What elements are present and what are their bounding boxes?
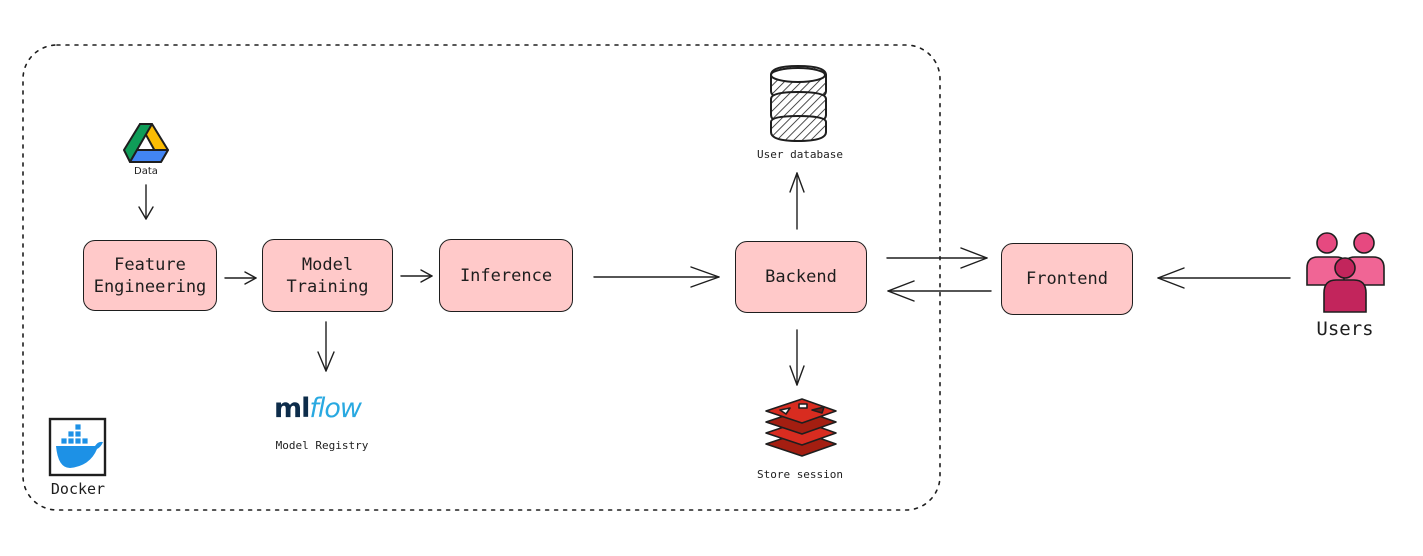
node-frontend[interactable]: Frontend [1001, 243, 1133, 315]
google-drive-icon [123, 123, 169, 163]
docker-container-label: Docker [50, 480, 106, 498]
edge-model-training-to-model-registry [317, 321, 335, 372]
edge-backend-to-user-database [789, 172, 805, 230]
edge-inference-to-backend [593, 266, 720, 288]
edge-data-to-feature-engineering [138, 184, 154, 220]
node-feature-engineering[interactable]: Feature Engineering [83, 240, 217, 311]
node-backend[interactable]: Backend [735, 241, 867, 313]
node-inference[interactable]: Inference [439, 239, 573, 312]
database-icon [770, 64, 827, 143]
mlflow-logo-ml: ml [274, 393, 310, 424]
mlflow-logo-flow: flow [309, 393, 362, 424]
edge-backend-to-frontend [886, 247, 988, 269]
docker-icon [48, 417, 107, 477]
node-model-training[interactable]: Model Training [262, 239, 393, 312]
edge-feature-engineering-to-model-training [224, 271, 257, 285]
edge-backend-to-store-session [789, 329, 805, 386]
edge-frontend-to-backend [887, 280, 992, 302]
redis-icon [765, 398, 837, 457]
label-model-registry: Model Registry [275, 439, 369, 452]
mlflow-logo: mlflow [274, 393, 362, 424]
label-users: Users [1316, 318, 1374, 340]
users-icon [1306, 232, 1385, 313]
label-data: Data [134, 166, 158, 177]
docker-container-border [22, 44, 941, 511]
edge-users-to-frontend [1157, 267, 1291, 289]
label-store-session: Store session [756, 468, 844, 481]
edge-model-training-to-inference [400, 269, 433, 283]
label-user-database: User database [756, 148, 844, 161]
